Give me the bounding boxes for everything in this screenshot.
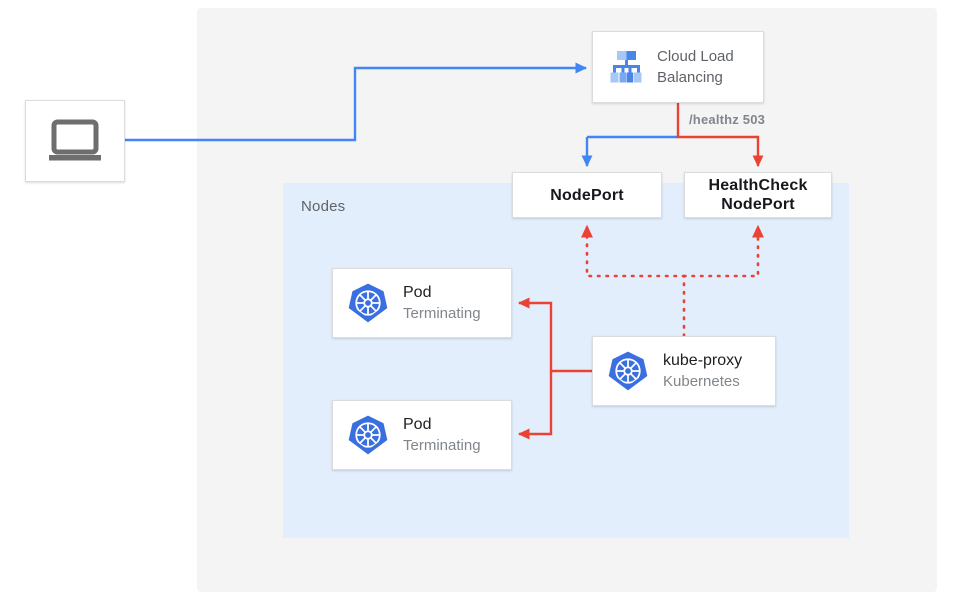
pod-status: Terminating bbox=[403, 437, 481, 454]
cloud-load-balancing-title-line1: Cloud Load bbox=[657, 48, 734, 65]
kubernetes-icon bbox=[608, 351, 648, 391]
kube-proxy-subtitle: Kubernetes bbox=[663, 373, 740, 390]
cloud-load-balancing-title-line2: Balancing bbox=[657, 69, 723, 86]
healthcheck-nodeport-box: HealthCheck NodePort bbox=[684, 172, 832, 218]
kube-proxy-title: kube-proxy bbox=[663, 352, 743, 369]
pod-title: Pod bbox=[403, 284, 432, 301]
pod-box: Pod Terminating bbox=[332, 268, 512, 338]
kube-proxy-text: kube-proxy Kubernetes bbox=[663, 350, 742, 392]
cloud-load-balancing-icon bbox=[610, 51, 642, 83]
nodes-region-label: Nodes bbox=[301, 198, 346, 215]
healthz-edge-label: /healthz 503 bbox=[689, 112, 766, 127]
nodeport-box: NodePort bbox=[512, 172, 662, 218]
healthcheck-nodeport-label-line1: HealthCheck bbox=[708, 177, 808, 194]
healthcheck-nodeport-label: HealthCheck NodePort bbox=[708, 176, 807, 214]
kube-proxy-box: kube-proxy Kubernetes bbox=[592, 336, 776, 406]
pod-title: Pod bbox=[403, 416, 432, 433]
healthcheck-nodeport-label-line2: NodePort bbox=[721, 196, 795, 213]
kubernetes-icon bbox=[348, 415, 388, 455]
laptop-icon bbox=[49, 119, 101, 161]
cloud-load-balancing-label: Cloud Load Balancing bbox=[657, 46, 734, 88]
kubernetes-icon bbox=[348, 283, 388, 323]
cloud-load-balancing-box: Cloud Load Balancing bbox=[592, 31, 764, 103]
client-box bbox=[25, 100, 125, 182]
pod-status: Terminating bbox=[403, 305, 481, 322]
pod-box: Pod Terminating bbox=[332, 400, 512, 470]
pod-text: Pod Terminating bbox=[403, 282, 481, 324]
pod-text: Pod Terminating bbox=[403, 414, 481, 456]
nodeport-label: NodePort bbox=[550, 186, 624, 204]
